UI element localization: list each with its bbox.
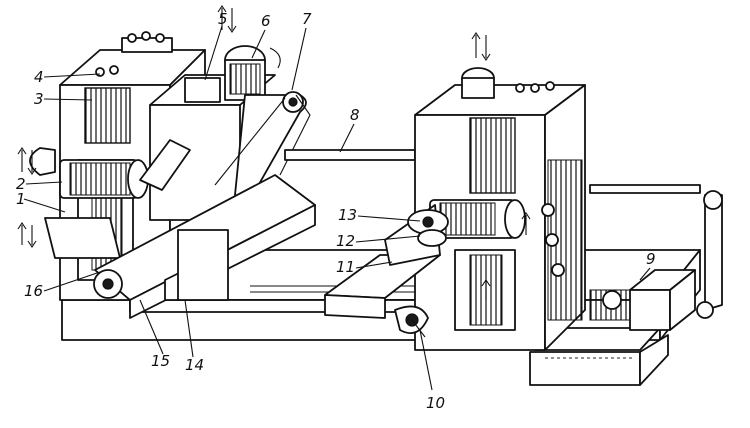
- callout-8: 8: [350, 106, 360, 124]
- callout-6: 6: [261, 12, 271, 30]
- callout-15: 15: [151, 352, 170, 370]
- right-motor: [589, 190, 723, 331]
- callout-5: 5: [218, 10, 228, 28]
- callout-1: 1: [16, 190, 26, 208]
- shaft: [284, 149, 701, 194]
- callout-4: 4: [34, 68, 44, 86]
- callout-11: 11: [336, 258, 355, 276]
- callout-9: 9: [646, 250, 656, 268]
- callout-13: 13: [338, 206, 357, 224]
- callout-12: 12: [336, 232, 355, 250]
- callout-10: 10: [426, 394, 445, 412]
- callout-2: 2: [16, 175, 26, 193]
- callout-7: 7: [302, 10, 312, 28]
- callout-14: 14: [185, 356, 204, 374]
- drive-unit: [149, 45, 311, 221]
- callout-3: 3: [34, 90, 44, 108]
- right-conveyor: [324, 204, 449, 334]
- callout-labels: 1 2 3 4 5 6 7 8 9 10 11 12 13 14 15 16: [16, 10, 656, 412]
- callout-leaders: [23, 25, 651, 358]
- right-column-unit: [414, 67, 586, 351]
- callout-16: 16: [24, 282, 43, 300]
- callout-10-leader: [419, 329, 433, 391]
- left-conveyor: [93, 139, 316, 319]
